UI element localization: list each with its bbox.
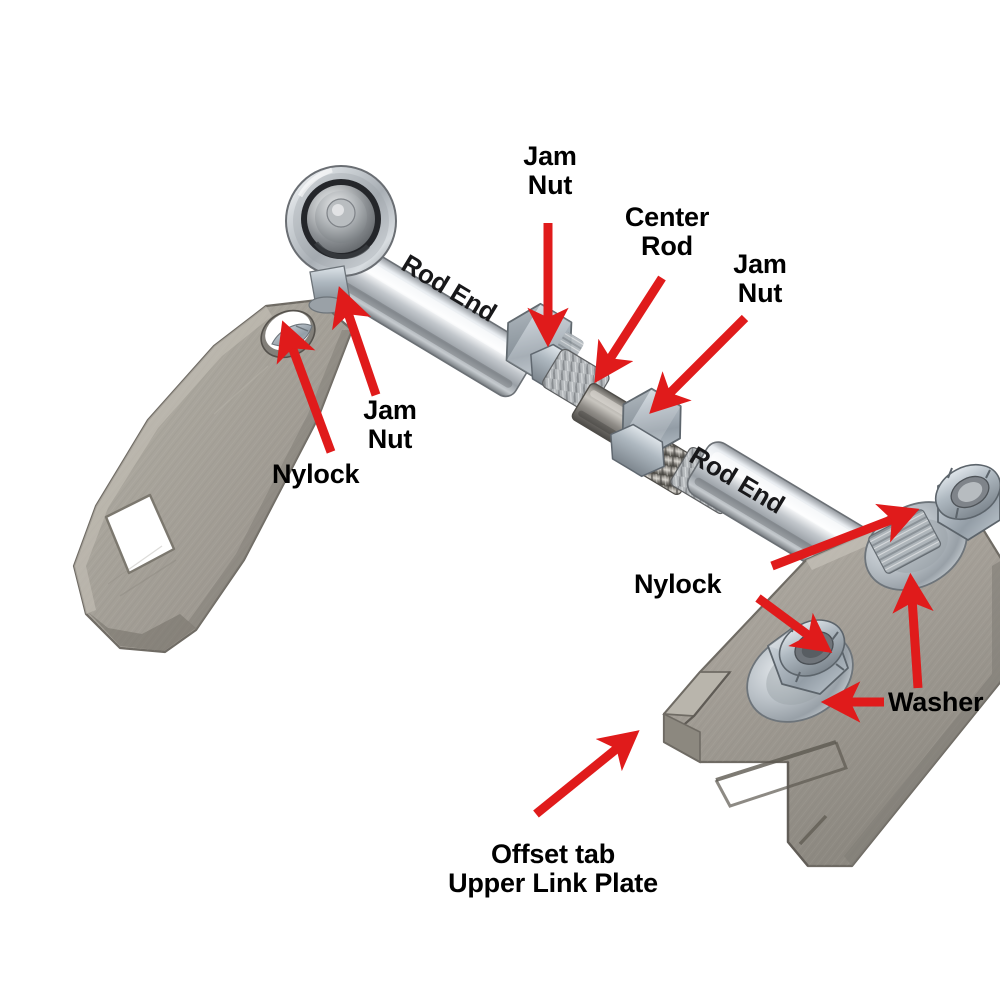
callout-jam-nut-left: Jam Nut [363, 395, 417, 455]
arrow-center-rod [594, 275, 666, 384]
offset-tab [662, 671, 732, 764]
callout-jam-nut-right: Jam Nut [733, 249, 787, 309]
callout-jam-nut-top: Jam Nut [523, 141, 577, 201]
callout-offset-tab-upper-link-plate: Offset tab Upper Link Plate [448, 839, 658, 899]
jam-nut-b-ring [610, 423, 665, 478]
callout-center-rod: Center Rod [624, 202, 710, 262]
square-hole [104, 493, 176, 575]
callout-nylock-left: Nylock [272, 459, 360, 489]
arrow-nylock-right-lower [755, 594, 833, 653]
callout-arrows [276, 223, 934, 818]
arrow-nylock-left [276, 320, 336, 454]
arrow-jam-nut-right [649, 314, 749, 414]
upper-rod-end [285, 165, 536, 398]
arrow-offset-tab [533, 730, 640, 818]
callout-nylock-right: Nylock [634, 569, 722, 599]
arrow-jam-nut-left [332, 286, 381, 397]
arrow-nylock-right-upper [770, 503, 920, 571]
arrow-washer-up [892, 572, 934, 689]
callout-washer: Washer [888, 687, 984, 717]
